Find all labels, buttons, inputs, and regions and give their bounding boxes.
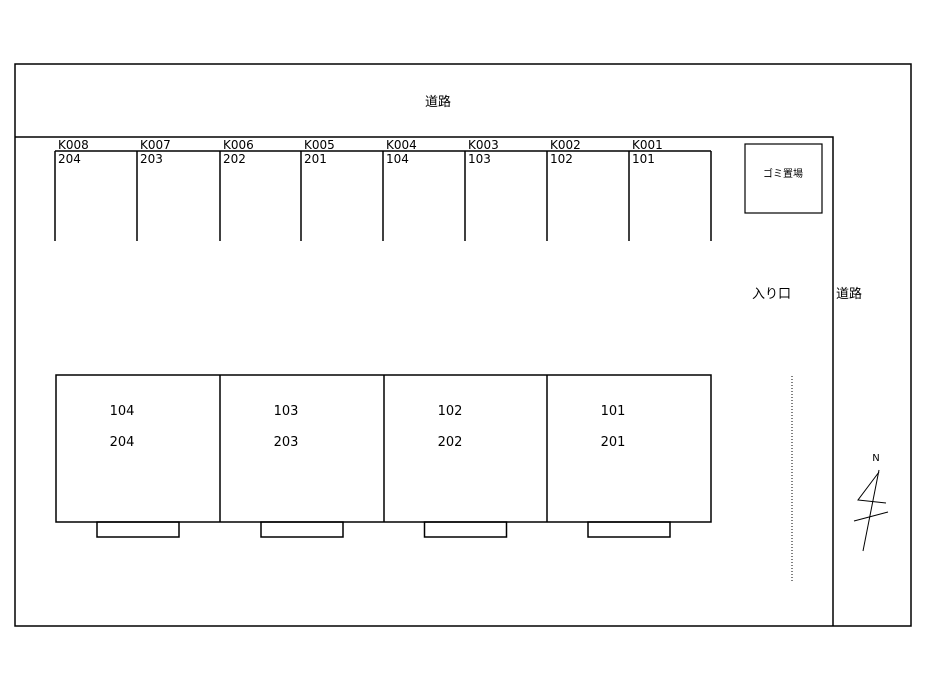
compass-needle xyxy=(862,469,880,552)
unit-upper-number: 202 xyxy=(438,435,463,450)
compass-crossbar xyxy=(853,511,889,522)
parking-unit: 204 xyxy=(58,152,81,166)
unit-upper-number: 201 xyxy=(601,435,626,450)
compass: N xyxy=(853,453,889,552)
parking-unit: 203 xyxy=(140,152,163,166)
unit-lower-number: 102 xyxy=(438,404,463,419)
unit-porch xyxy=(96,521,180,538)
parking-code: K006 xyxy=(223,138,254,152)
entrance-label: 入り口 xyxy=(752,287,791,302)
parking-unit: 101 xyxy=(632,152,655,166)
unit-lower-number: 104 xyxy=(110,404,135,419)
site-outer-boundary xyxy=(14,63,912,627)
road-top-label: 道路 xyxy=(425,94,451,110)
parking-code: K002 xyxy=(550,138,581,152)
unit-upper-number: 203 xyxy=(274,435,299,450)
compass-arrow xyxy=(857,471,887,504)
building-row: 104 204 103 203 102 202 101 201 xyxy=(55,374,712,538)
lot-inner-boundary xyxy=(15,136,834,626)
road-right-label: 道路 xyxy=(836,286,862,302)
parking-unit: 201 xyxy=(304,152,327,166)
parking-code: K008 xyxy=(58,138,89,152)
parking-code: K004 xyxy=(386,138,417,152)
parking-unit: 103 xyxy=(468,152,491,166)
parking-code: K003 xyxy=(468,138,499,152)
unit-porch xyxy=(423,521,508,538)
parking-code: K001 xyxy=(632,138,663,152)
parking-area: K008204K007203K006202K005201K004104K0031… xyxy=(54,138,712,241)
garbage-station-label: ゴミ置場 xyxy=(763,167,803,180)
parking-unit: 202 xyxy=(223,152,246,166)
parking-code: K005 xyxy=(304,138,335,152)
parking-code: K007 xyxy=(140,138,171,152)
unit-lower-number: 101 xyxy=(601,404,626,419)
unit-upper-number: 204 xyxy=(110,435,135,450)
unit-porch xyxy=(587,521,671,538)
unit-porch xyxy=(260,521,344,538)
compass-north-label: N xyxy=(872,453,879,464)
unit-lower-number: 103 xyxy=(274,404,299,419)
parking-unit: 104 xyxy=(386,152,409,166)
parking-unit: 102 xyxy=(550,152,573,166)
garbage-station-box xyxy=(744,143,823,214)
